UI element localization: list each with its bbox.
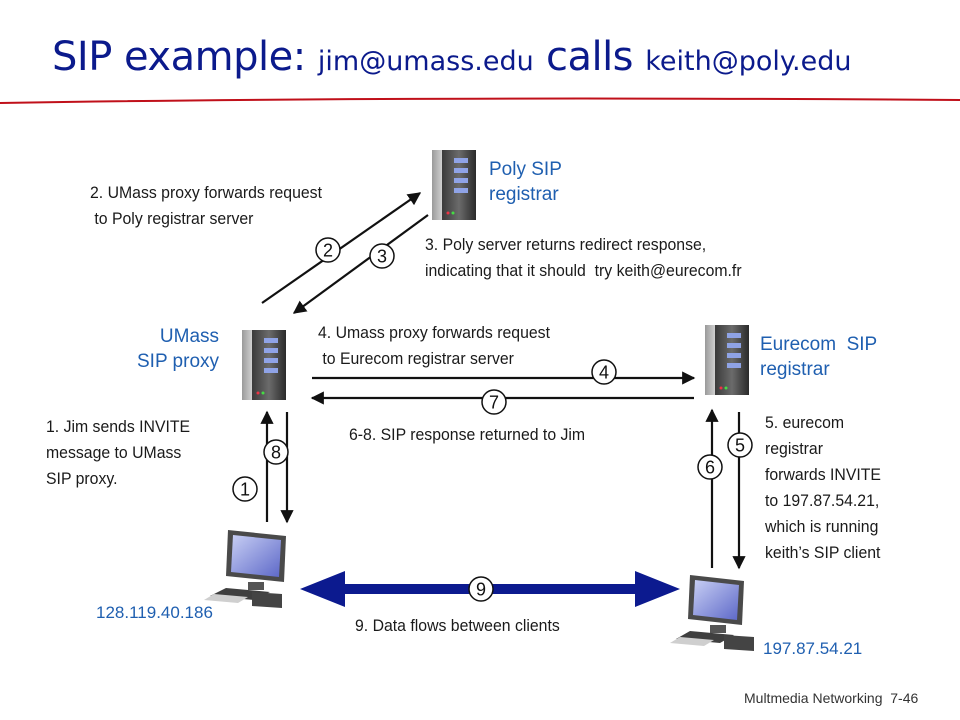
slide-footer: Multmedia Networking 7-46 bbox=[744, 690, 919, 706]
step-badge-5: 5 bbox=[735, 436, 745, 456]
title-part3: calls bbox=[533, 34, 646, 80]
slide-title: SIP example: jim@umass.edu calls keith@p… bbox=[52, 34, 851, 80]
step-badge-9: 9 bbox=[476, 580, 486, 600]
annotation-step5: 5. eurecom registrar forwards INVITE to … bbox=[765, 413, 881, 562]
title-part2: jim@umass.edu bbox=[317, 46, 534, 77]
keith-ip-label: 197.87.54.21 bbox=[763, 639, 863, 658]
annotation-step2: 2. UMass proxy forwards request to Poly … bbox=[90, 183, 322, 228]
annotation-step4: 4. Umass proxy forwards request to Eurec… bbox=[318, 323, 550, 368]
poly-registrar-server-icon bbox=[432, 150, 476, 220]
arrow-step3 bbox=[292, 214, 429, 314]
step-badge-4: 4 bbox=[599, 363, 609, 383]
annotation-step1: 1. Jim sends INVITE message to UMass SIP… bbox=[46, 417, 191, 488]
step-badge-2: 2 bbox=[323, 241, 333, 261]
eurecom-registrar-label: Eurecom SIP registrar bbox=[760, 334, 878, 380]
umass-proxy-label: UMass SIP proxy bbox=[137, 326, 220, 372]
step-badge-3: 3 bbox=[377, 247, 387, 267]
eurecom-registrar-server-icon bbox=[705, 325, 749, 395]
annotation-step9: 9. Data flows between clients bbox=[355, 616, 560, 635]
title-part4: keith@poly.edu bbox=[645, 46, 852, 77]
annotation-step6-8: 6-8. SIP response returned to Jim bbox=[349, 425, 586, 444]
jim-computer-icon bbox=[204, 530, 286, 608]
umass-proxy-server-icon bbox=[242, 330, 286, 400]
arrow-step2 bbox=[261, 192, 422, 304]
keith-computer-icon bbox=[670, 575, 754, 651]
step-badge-8: 8 bbox=[271, 443, 281, 463]
jim-ip-label: 128.119.40.186 bbox=[96, 603, 213, 622]
title-part1: SIP example: bbox=[52, 34, 318, 80]
step-badge-6: 6 bbox=[705, 458, 715, 478]
annotation-step3: 3. Poly server returns redirect response… bbox=[425, 235, 742, 280]
step-badge-7: 7 bbox=[489, 393, 499, 413]
poly-registrar-label: Poly SIP registrar bbox=[489, 159, 562, 205]
step-badge-1: 1 bbox=[240, 480, 250, 500]
